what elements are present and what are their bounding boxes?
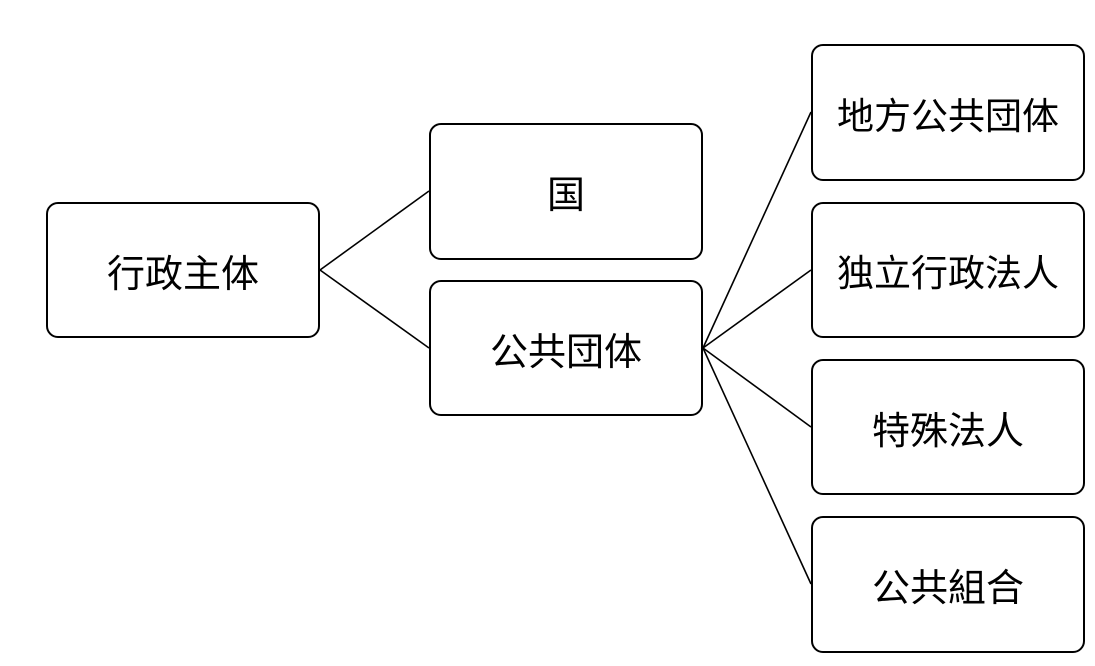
- connector-kokyo-to-dokuritsu: [702, 269, 812, 349]
- node-tokushu-hojin: 特殊法人: [811, 359, 1085, 495]
- connector-root-to-kokyo-dantai: [319, 269, 430, 349]
- node-label: 公共団体: [489, 329, 642, 374]
- node-kuni: 国: [429, 123, 703, 260]
- connector-root-to-kuni: [319, 190, 430, 271]
- node-label: 特殊法人: [871, 408, 1024, 453]
- connector-kokyo-to-chiho: [702, 111, 812, 349]
- node-kokyo-kumiai: 公共組合: [811, 516, 1085, 653]
- node-label: 行政主体: [106, 251, 259, 296]
- node-kokyo-dantai: 公共団体: [429, 280, 703, 416]
- connector-kokyo-to-kumiai: [702, 347, 812, 585]
- connector-kokyo-to-tokushu: [702, 347, 812, 428]
- node-label: 独立行政法人: [837, 252, 1059, 295]
- node-dokuritsu-gyosei-hojin: 独立行政法人: [811, 202, 1085, 338]
- node-chiho-kokyo-dantai: 地方公共団体: [811, 44, 1085, 181]
- node-gyosei-shutai: 行政主体: [46, 202, 320, 338]
- node-label: 地方公共団体: [837, 94, 1059, 138]
- node-label: 国: [546, 173, 585, 217]
- node-label: 公共組合: [871, 566, 1024, 610]
